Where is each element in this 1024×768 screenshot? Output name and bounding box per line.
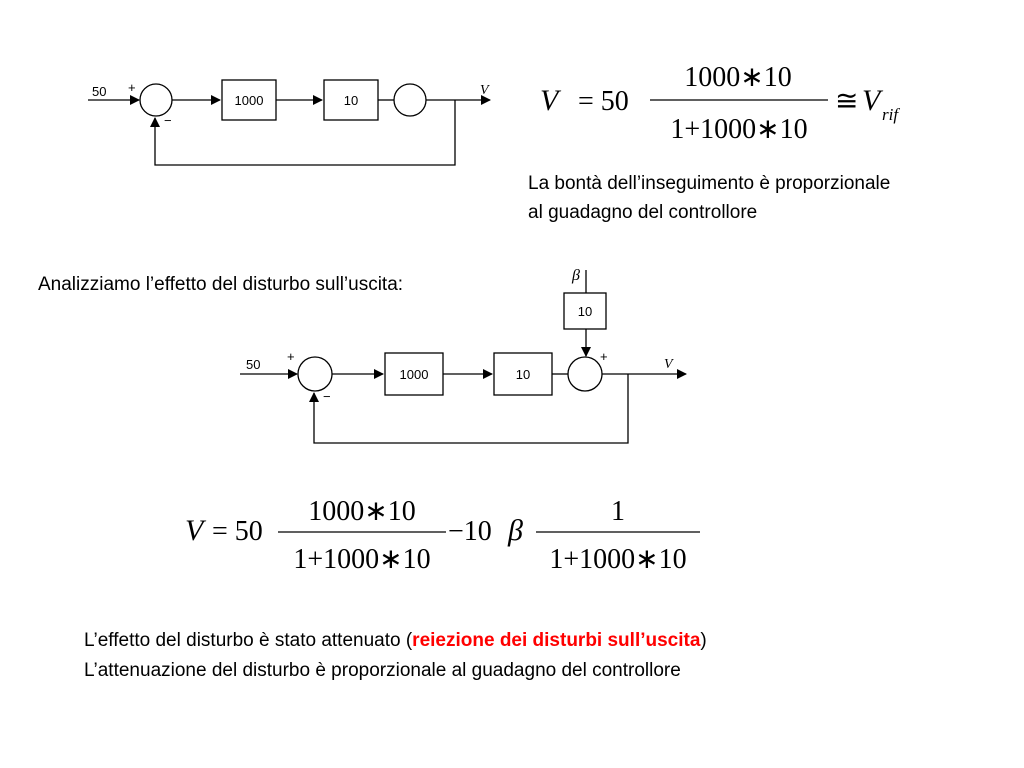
plus-sign: +: [128, 80, 136, 95]
block-diagram-2: β 10 + 50 + − 1000 10 V: [240, 267, 687, 444]
input-label: 50: [92, 84, 106, 99]
conclusion-text-after: ): [700, 630, 707, 651]
formula-1-rhs-subscript: rif: [882, 105, 900, 124]
formula-2-numerator-2: 1: [611, 496, 625, 527]
controller-gain: 1000: [400, 367, 429, 382]
formula-2: V = 50 1000∗10 1+1000∗10 −10 β 1 1+1000∗…: [185, 496, 700, 575]
plant-block: [493, 352, 553, 396]
conclusion-line-2: L’attenuazione del disturbo è proporzion…: [84, 660, 681, 681]
section-heading: Analizziamo l’effetto del disturbo sull’…: [38, 274, 404, 295]
conclusion-text-before: L’effetto del disturbo è stato attenuato…: [84, 630, 413, 651]
disturbance-plus-sign: +: [600, 349, 608, 364]
disturbance-label: β: [571, 267, 580, 284]
output-label: V: [664, 357, 674, 372]
conclusion-line-1: L’effetto del disturbo è stato attenuato…: [84, 627, 707, 655]
plant-block: [323, 79, 379, 121]
formula-1-lhs: V: [540, 84, 562, 117]
disturbance-gain: 10: [578, 304, 592, 319]
formula-2-beta: β: [507, 514, 523, 547]
block-diagram-1: 50 + − 1000 10 V: [88, 79, 491, 166]
note-1-line-1: La bontà dell’inseguimento è proporziona…: [528, 173, 891, 194]
formula-1: V = 50 1000∗10 1+1000∗10 ≅ V rif: [540, 62, 900, 145]
summing-junction: [139, 83, 173, 117]
formula-1-rhs: V: [862, 84, 884, 117]
disturbance-junction: [393, 83, 427, 117]
plus-sign: +: [287, 349, 295, 364]
formula-2-minus-term: −10: [448, 516, 492, 547]
formula-2-numerator-1: 1000∗10: [308, 496, 415, 527]
formula-2-denominator-2: 1+1000∗10: [549, 544, 686, 575]
controller-block: [384, 352, 444, 396]
controller-block: [221, 79, 277, 121]
formula-1-equals: = 50: [578, 86, 629, 117]
minus-sign: −: [323, 389, 331, 404]
controller-gain: 1000: [235, 93, 264, 108]
summing-junction: [297, 356, 333, 392]
feedback-path: [309, 374, 629, 444]
plant-gain: 10: [344, 93, 358, 108]
formula-2-denominator-1: 1+1000∗10: [293, 544, 430, 575]
formula-1-denominator: 1+1000∗10: [670, 114, 807, 145]
output-label: V: [480, 83, 490, 98]
note-1-line-2: al guadagno del controllore: [528, 202, 758, 223]
formula-1-numerator: 1000∗10: [684, 62, 791, 93]
formula-2-equals: = 50: [212, 516, 263, 547]
approx-sign: ≅: [835, 86, 858, 117]
highlight-text: reiezione dei disturbi sull’uscita: [412, 630, 701, 651]
formula-2-lhs: V: [185, 514, 207, 547]
input-label: 50: [246, 357, 260, 372]
disturbance-block: [563, 292, 607, 330]
feedback-path: [150, 100, 456, 166]
minus-sign: −: [164, 113, 172, 128]
plant-gain: 10: [516, 367, 530, 382]
disturbance-junction: [567, 356, 603, 392]
